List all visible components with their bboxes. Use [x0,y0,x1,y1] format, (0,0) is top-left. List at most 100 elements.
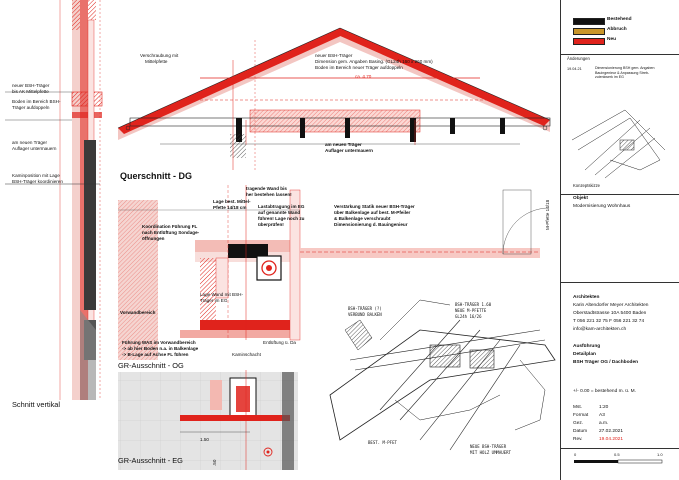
note-fuehrung-was-1: Führung WAS im Vorwandbereich [122,340,196,345]
sketch-note-8: MIT HOLZ UMMAUERT [470,450,511,455]
note-bsh-top-3: Boden im Bereich neuer Träger aufdoppeln [315,65,403,70]
meta-value-format: A3 [599,413,605,418]
label-entluftung: Entlüftung ü. Da [263,340,296,345]
execution-line-2: BSH Träger OG / Dachboden [573,360,639,365]
architect-heading: Architekten [573,295,600,300]
scale-label-05: 0.5 [614,452,620,457]
note-koordination-2: nach Entlüftung Sondage- [142,230,200,235]
note-verstaerkung-2: über Balkenlage auf best. M-Pfeiler [334,210,411,215]
legend-label-bestehend: Bestehend [607,17,632,22]
note-lage-mittelpfette-1: Lage best. Mittel- [213,199,251,204]
divider [561,448,679,449]
note-koordination-1: Koordination Führung FL [142,224,198,229]
note-lastabtragung-2: auf genannte Wand [258,210,301,215]
note-verstaerkung-3: & Balkenlage verschraubt [334,216,391,221]
dim-50: .50 [212,459,217,466]
sketch-caption: Konzeptskizze [573,183,600,188]
note-bsh-traeger-1: neuer BSH-Träger [12,83,50,88]
label-vorwandbereich: Vorwandbereich [120,310,156,315]
changes-text-2: Bauingenieur & Anpassung Streb- [595,70,650,75]
architect-line-1: Karin Altendorfer Meyer Architekten [573,303,649,308]
scale-bar [574,459,663,464]
legend-swatch-neu [573,38,605,45]
note-lage-wand-1: Lage Wand mit BSH- [200,292,243,297]
note-kamin-1: Kaminposition mit Lage [12,173,60,178]
changes-date: 19.04.21 [567,67,582,71]
note-lastabtragung-1: Lastabtragung im EG [258,204,305,209]
meta-value-datum: 27.02.2021 [599,429,624,434]
project-heading: Objekt [573,196,588,201]
sketch-note-6: BEST. M-PFET [368,440,397,445]
perspective-sketch [329,299,556,451]
sketch-note-7: NEUE BSH-TRÄGER [470,444,507,449]
scale-label-10: 1.0 [657,452,663,457]
architect-line-2: Oberstadtstrasse 10A 5400 Baden [573,311,647,316]
note-bsh-top-1: neuer BSH-Träger [315,53,353,58]
note-auflager-top-1: am neuen Träger [325,142,362,147]
note-verschraubung-2: Mittelpfette [145,59,168,64]
architect-line-4: info@kam-architekten.ch [573,327,627,332]
changes-text-1: Dimensionierung BSH gem. Angaben [595,66,655,70]
title-block: Bestehend Abbruch Neu Änderungen 19.04.2… [560,0,679,480]
note-verstaerkung-4: Dimensionierung d. Bauingenieur [334,222,408,227]
floor-plan-og [118,185,550,360]
meta-value-rev: 19.04.2021 [599,437,624,442]
label-schnitt-vertikal: Schnitt vertikal [12,400,61,409]
label-querschnitt-dg: Querschnitt - DG [120,171,193,181]
note-auflager-top-2: Auflager untermauern [325,148,373,153]
legend-label-neu: Neu [607,37,617,42]
execution-line-1: Detailplan [573,352,596,357]
changes-text-3: zulenkwerk im EG [595,75,624,79]
legend-swatch-bestehend [573,18,605,25]
meta-key-gez: Gez. [573,421,584,426]
meta-key-rev: Rev. [573,437,583,442]
note-auflager-2: Auflager untermauern [12,146,57,151]
note-lastabtragung-3: führen! Lage noch zu [258,216,305,221]
meta-value-gez: a.m. [599,421,609,426]
meta-key-datum: Datum [573,429,588,434]
dim-150: 1.50 [200,437,209,442]
note-koordination-3: öffnungen [142,236,165,241]
label-m-pfette: M-Pfette 14/18 [545,199,550,230]
note-boden-2: Träger aufdoppeln [12,105,50,110]
dim-ca-470: ca. 4.70 [355,74,372,79]
note-fuehrung-was-2: -> ab hier Boden n.a. in Balkenlage [122,346,199,351]
concept-sketch [571,109,666,179]
note-lage-mittelpfette-2: Pfette 14/18 cm [213,205,247,210]
divider [561,194,679,195]
label-gr-ausschnitt-eg: GR-Ausschnitt - EG [118,456,183,465]
sketch-note-2: NEUE M-PFETTE [455,308,487,313]
note-verstaerkung-1: Verstärkung Statik neuer BSH-Träger [334,204,415,209]
note-fuehrung-was-3: -> B-Lage auf Achse FL führen [122,352,189,357]
note-lastabtragung-4: überprüfen! [258,222,284,227]
execution-heading: Ausführung [573,344,601,349]
note-lage-wand-2: Träger im EG [200,298,228,303]
note-auflager-1: am neuen Träger [12,140,47,145]
divider [561,282,679,283]
meta-key-format: Format [573,413,589,418]
scale-label-0: 0 [574,452,577,457]
sketch-note-1: BSH-TRÄGER 1.60 [455,302,492,307]
project-name: Modernisierung Wohnhaus [573,204,631,209]
note-kamin-2: BSH-Träger koordinieren [12,179,63,184]
sketch-note-5: VERBUND BALKEN [348,312,382,317]
roof-cross-section [117,27,551,170]
level-reference: +/- 0.00 = bestehend m. ü. M. [573,389,636,394]
changes-heading: Änderungen [567,56,590,61]
vertical-section-drawing [5,0,103,400]
label-kaminschacht: Kaminschacht [232,352,261,357]
divider [561,54,679,55]
note-verschraubung-1: Verschraubung mit [140,53,179,58]
note-boden-1: Boden im Bereich BSH- [12,99,61,104]
sketch-note-3: GL24h 16/26 [455,314,482,319]
floor-plan-eg [118,370,298,470]
note-tragende-wand-1: tragende Wand bis [246,186,287,191]
meta-value-mst: 1:20 [599,405,609,410]
note-bsh-traeger-2: bis AK Mittelpfette [12,89,49,94]
architect-line-3: T 056 221 32 75 F 056 221 32 74 [573,319,645,324]
meta-key-mst: Mst. [573,405,583,410]
legend-swatch-abbruch [573,28,605,35]
note-tragende-wand-2: her bestehen lassen! [246,192,292,197]
sketch-note-4: BSH-TRÄGER (?) [348,306,382,311]
